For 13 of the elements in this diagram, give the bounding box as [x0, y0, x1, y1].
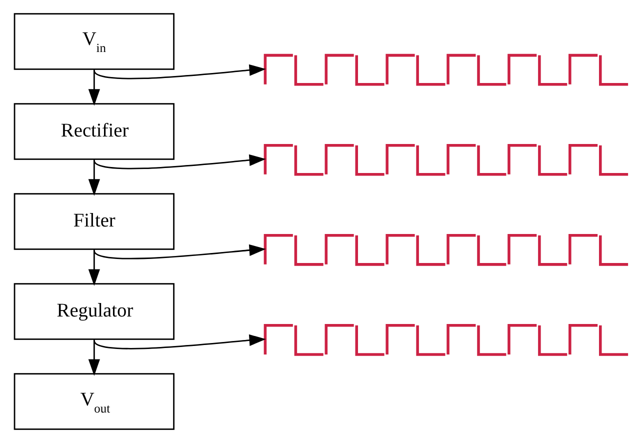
arrow: [88, 249, 100, 286]
node-box: V$_{in}$: [13, 13, 174, 70]
node-box: Regulator: [13, 283, 174, 340]
arrow: [93, 154, 266, 170]
arrow: [88, 69, 100, 106]
arrow: [88, 159, 100, 196]
node-box: Rectifier: [13, 103, 174, 160]
arrow: [88, 339, 100, 376]
arrow: [93, 244, 266, 260]
node-box: V$_{out}$: [13, 373, 174, 430]
node-box: Filter: [13, 193, 174, 250]
arrow: [93, 334, 266, 350]
arrow: [93, 64, 266, 80]
